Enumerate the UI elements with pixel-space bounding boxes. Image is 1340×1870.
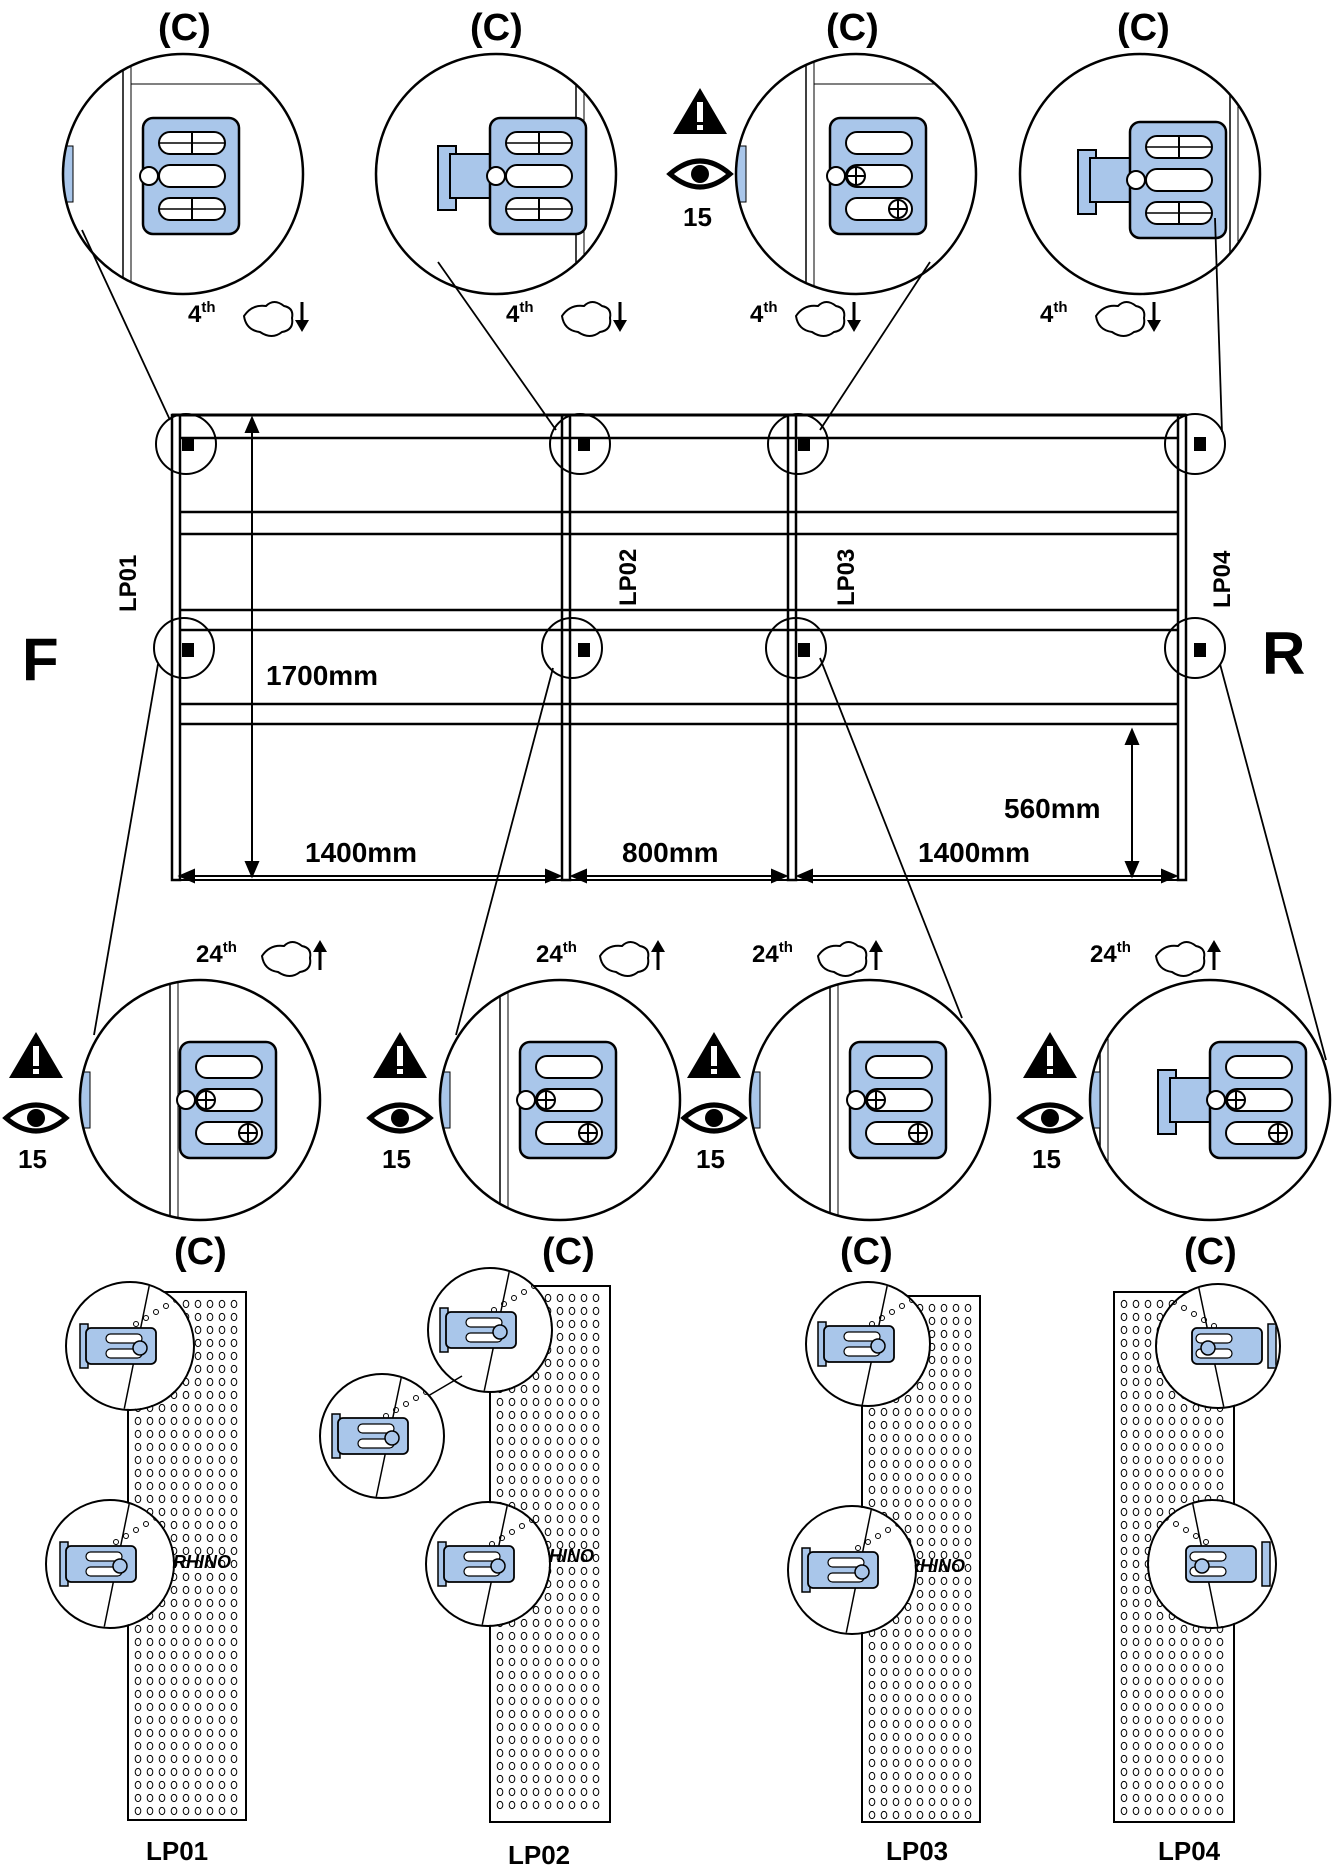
callout-label-lp04: (C) [1184, 1231, 1237, 1273]
panel-label-lp02: LP02 [508, 1840, 570, 1870]
eye-icon-b1 [2, 1102, 70, 1134]
panel-label-lp04: LP04 [1158, 1836, 1221, 1866]
inspect-count-b2: 15 [382, 1144, 411, 1174]
eye-icon-b3 [680, 1102, 748, 1134]
rotate-icon-b1 [260, 940, 327, 977]
rotate-icon-b4 [1154, 940, 1221, 977]
rotate-icon-b2 [598, 940, 665, 977]
bottom-detail-b2 [438, 978, 682, 1222]
top-detail-c2 [374, 52, 618, 296]
callout-label-c4: (C) [1117, 7, 1170, 49]
front-end-label: F [22, 626, 59, 693]
panel-detail-lp02-2 [319, 1373, 445, 1499]
panel-detail-connector [427, 1375, 463, 1397]
top-detail-group: (C) 4th (C) 4th (C) 4th 15 (C) 4th [61, 7, 1262, 337]
bottom-detail-group: 24th 15 24th 15 24th 15 24th 15 [2, 939, 1332, 1222]
panel-detail-lp03-2 [787, 1505, 917, 1635]
frame-detail-rings [153, 413, 1226, 679]
rotate-icon-b3 [816, 940, 883, 977]
bottom-detail-b3 [748, 978, 992, 1222]
panel-detail-lp03-1 [805, 1281, 931, 1407]
order-label-b1: 24th [196, 939, 237, 968]
dimension-lines [177, 415, 1179, 884]
lower-shelf-dimension: 560mm [1004, 793, 1101, 824]
upright-label-lp03: LP03 [833, 549, 860, 606]
warning-icon-b2 [373, 1032, 427, 1078]
bay3-dimension: 1400mm [918, 837, 1030, 868]
callout-label-lp03: (C) [840, 1231, 893, 1273]
inspect-count-b4: 15 [1032, 1144, 1061, 1174]
rotate-icon-c2 [560, 301, 627, 337]
bottom-detail-b1 [78, 978, 322, 1222]
upright-lp04 [1176, 413, 1188, 882]
upright-lp02 [560, 413, 572, 882]
panel-label-lp03: LP03 [886, 1836, 948, 1866]
order-label-c2: 4th [506, 299, 534, 328]
eye-icon-c3 [666, 158, 734, 190]
panel-label-lp01: LP01 [146, 1836, 208, 1866]
upright-label-lp02: LP02 [615, 549, 642, 606]
bay1-dimension: 1400mm [305, 837, 417, 868]
inspect-count-c3: 15 [683, 202, 712, 232]
callout-label-lp02: (C) [542, 1231, 595, 1273]
order-label-c1: 4th [188, 299, 216, 328]
order-label-b4: 24th [1090, 939, 1131, 968]
shelving-frame [170, 413, 1188, 882]
panel-logo-lp03: RHINO [907, 1556, 965, 1576]
top-detail-c1 [61, 52, 305, 296]
rear-end-label: R [1262, 620, 1305, 687]
panel-detail-lp04-1 [1155, 1283, 1281, 1409]
upright-lp03 [786, 413, 798, 882]
bay2-dimension: 800mm [622, 837, 719, 868]
callout-label-c2: (C) [470, 7, 523, 49]
panel-logo-lp01: RHINO [173, 1552, 231, 1572]
rotate-icon-c3 [794, 301, 861, 337]
leader-lines [81, 217, 1327, 1061]
warning-icon-b4 [1023, 1032, 1077, 1078]
callout-label-lp01: (C) [174, 1231, 227, 1273]
upright-lp01 [170, 413, 182, 882]
top-detail-c4 [1018, 52, 1262, 296]
inspect-count-b1: 15 [18, 1144, 47, 1174]
rotate-icon-c4 [1094, 301, 1161, 337]
rotate-icon-c1 [242, 301, 309, 337]
top-detail-c3 [734, 52, 978, 296]
panel-detail-lp02-1 [427, 1267, 553, 1393]
perforated-panel-lp01: RHINO [127, 1291, 247, 1821]
warning-icon-b1 [9, 1032, 63, 1078]
panel-detail-lp02-3 [425, 1501, 551, 1627]
upright-label-lp01: LP01 [115, 555, 142, 612]
inspect-count-b3: 15 [696, 1144, 725, 1174]
eye-icon-b4 [1016, 1102, 1084, 1134]
warning-icon-c3 [673, 88, 727, 134]
eye-icon-b2 [366, 1102, 434, 1134]
callout-label-c1: (C) [158, 7, 211, 49]
order-label-b3: 24th [752, 939, 793, 968]
panel-detail-lp04-2 [1147, 1499, 1277, 1629]
panel-detail-lp01-2 [45, 1499, 175, 1629]
upright-label-lp04: LP04 [1209, 550, 1236, 608]
frame-bracket-markers [182, 437, 1206, 657]
warning-icon-b3 [687, 1032, 741, 1078]
perforated-panel-group: RHINO(C)LP01RHINO(C)LP02RHINO(C)LP03RHIN… [45, 1231, 1281, 1870]
height-dimension: 1700mm [266, 660, 378, 691]
panel-detail-lp01-1 [65, 1281, 195, 1411]
order-label-b2: 24th [536, 939, 577, 968]
callout-label-c3: (C) [826, 7, 879, 49]
bottom-detail-b4 [1088, 978, 1332, 1222]
order-label-c4: 4th [1040, 299, 1068, 328]
order-label-c3: 4th [750, 299, 778, 328]
